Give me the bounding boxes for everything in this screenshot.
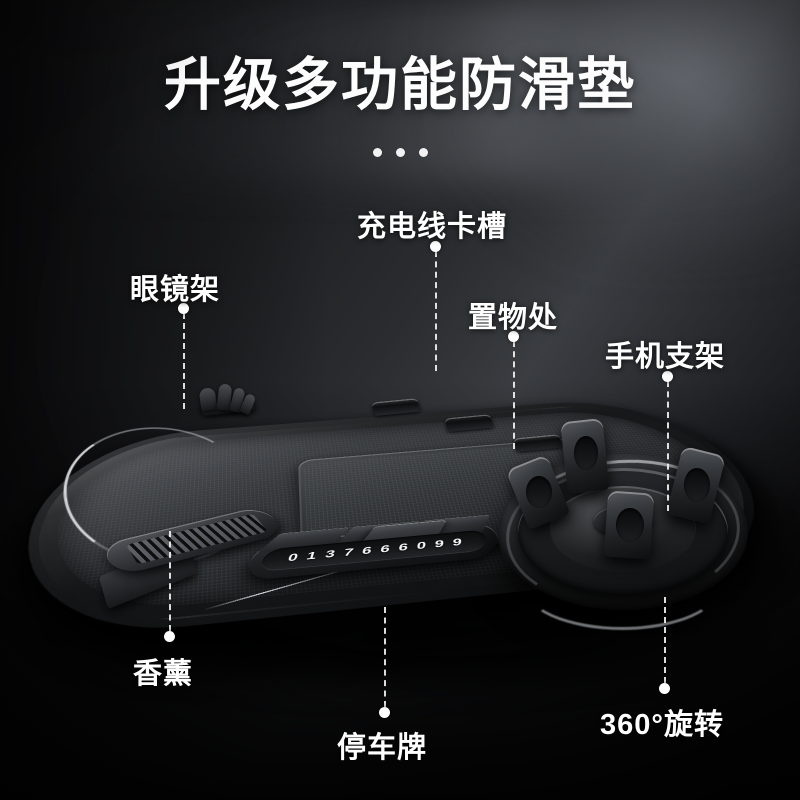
callout-marker-dot-cable-slot xyxy=(430,241,441,252)
callout-label-parking-card: 停车牌 xyxy=(337,732,428,764)
callout-marker-dot-phone-holder xyxy=(662,371,673,382)
callout-label-storage-area: 置物处 xyxy=(468,302,559,334)
callout-label-cable-slot: 充电线卡槽 xyxy=(357,211,508,243)
callout-marker-dot-rotation-360 xyxy=(659,683,670,694)
callout-marker-dot-storage-area xyxy=(508,331,519,342)
callout-leader-line-phone-holder xyxy=(667,381,669,511)
callout-marker-dot-parking-card xyxy=(379,707,390,718)
callout-leader-line-cable-slot xyxy=(435,251,437,371)
callout-marker-dot-glasses-holder xyxy=(178,303,189,314)
callout-leader-line-parking-card xyxy=(384,607,386,707)
callout-leader-line-storage-area xyxy=(513,341,515,449)
callout-leader-line-rotation-360 xyxy=(664,597,666,683)
callout-label-phone-holder: 手机支架 xyxy=(605,341,726,373)
callout-leader-line-aroma-diffuser xyxy=(169,531,171,631)
callout-marker-dot-aroma-diffuser xyxy=(164,631,175,642)
callout-leader-line-glasses-holder xyxy=(183,313,185,409)
callout-label-aroma-diffuser: 香薰 xyxy=(133,658,194,690)
callout-label-glasses-holder: 眼镜架 xyxy=(130,274,221,306)
callout-label-rotation-360: 360°旋转 xyxy=(600,709,724,741)
